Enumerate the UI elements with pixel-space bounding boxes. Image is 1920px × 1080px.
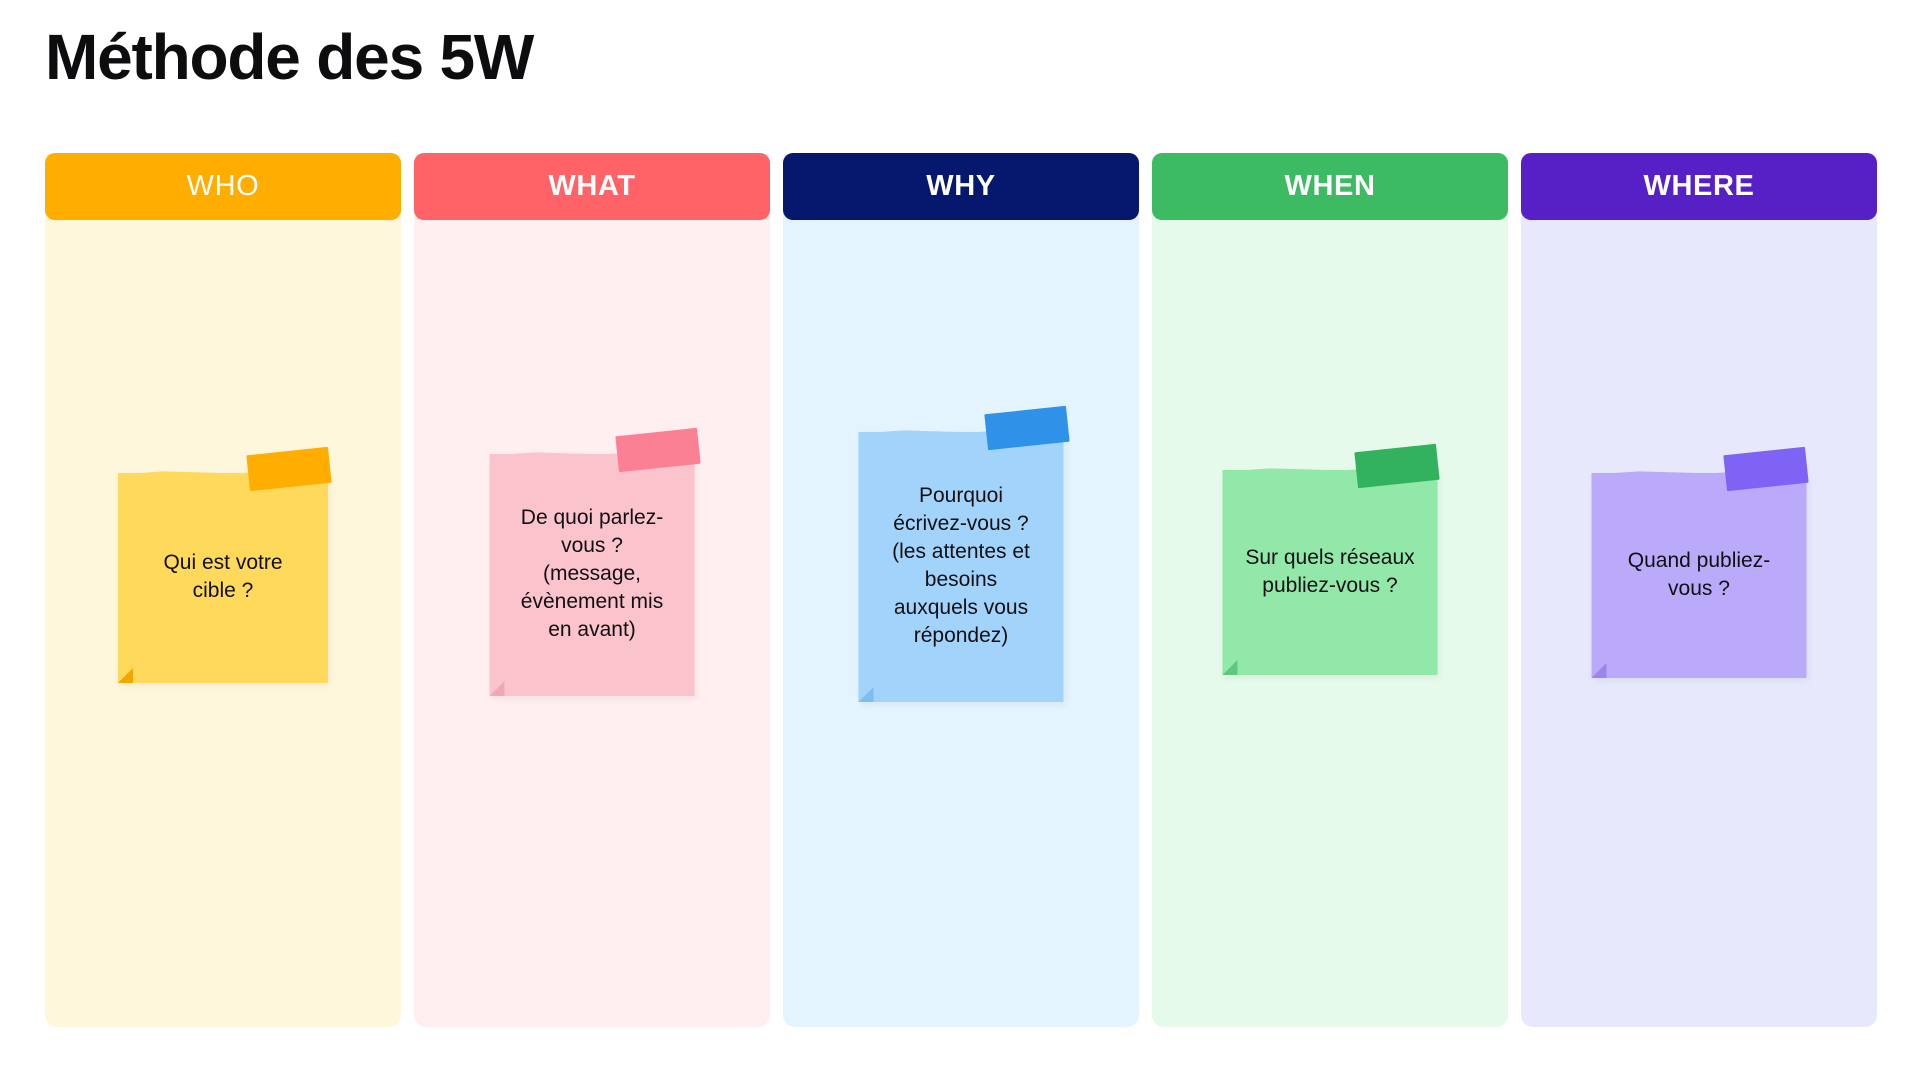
column-header-where[interactable]: WHERE bbox=[1521, 153, 1877, 220]
note-area-where: Quand publiez- vous ? bbox=[1521, 220, 1877, 1027]
column-header-who[interactable]: WHO bbox=[45, 153, 401, 220]
sticky-note-when[interactable]: Sur quels réseaux publiez-vous ? bbox=[1222, 467, 1438, 675]
note-torn-edge-when bbox=[1222, 467, 1438, 477]
column-header-when[interactable]: WHEN bbox=[1152, 153, 1508, 220]
note-area-what: De quoi parlez- vous ? (message, évèneme… bbox=[414, 220, 770, 1027]
sticky-note-what[interactable]: De quoi parlez- vous ? (message, évèneme… bbox=[489, 451, 695, 696]
column-who[interactable]: WHO Qui est votre cible ? bbox=[45, 153, 401, 1027]
note-torn-edge-where bbox=[1591, 470, 1807, 480]
note-area-who: Qui est votre cible ? bbox=[45, 220, 401, 1027]
note-text-what: De quoi parlez- vous ? (message, évèneme… bbox=[520, 506, 664, 641]
note-folded-corner-what bbox=[489, 681, 505, 696]
sticky-note-who[interactable]: Qui est votre cible ? bbox=[118, 470, 328, 683]
sticky-note-where[interactable]: Quand publiez- vous ? bbox=[1591, 470, 1807, 678]
column-when[interactable]: WHEN Sur quels réseaux publiez-vous ? bbox=[1152, 153, 1508, 1027]
note-area-why: Pourquoi écrivez-vous ? (les attentes et… bbox=[783, 220, 1139, 1027]
column-what[interactable]: WHAT De quoi parlez- vous ? (message, évè… bbox=[414, 153, 770, 1027]
note-text-why: Pourquoi écrivez-vous ? (les attentes et… bbox=[892, 484, 1030, 647]
note-folded-corner-who bbox=[118, 668, 133, 683]
column-why[interactable]: WHY Pourquoi écrivez-vous ? (les attentes… bbox=[783, 153, 1139, 1027]
note-text-who: Qui est votre cible ? bbox=[163, 551, 283, 602]
column-header-what[interactable]: WHAT bbox=[414, 153, 770, 220]
page-title: Méthode des 5W bbox=[45, 21, 534, 93]
note-folded-corner-where bbox=[1591, 663, 1607, 678]
sticky-note-why[interactable]: Pourquoi écrivez-vous ? (les attentes et… bbox=[858, 429, 1064, 702]
note-folded-corner-when bbox=[1222, 660, 1238, 675]
note-text-when: Sur quels réseaux publiez-vous ? bbox=[1245, 545, 1415, 597]
note-torn-edge-why bbox=[858, 429, 1064, 439]
note-text-where: Quand publiez- vous ? bbox=[1627, 548, 1771, 600]
note-folded-corner-why bbox=[858, 687, 874, 702]
note-torn-edge-what bbox=[489, 451, 695, 461]
note-area-when: Sur quels réseaux publiez-vous ? bbox=[1152, 220, 1508, 1027]
column-header-why[interactable]: WHY bbox=[783, 153, 1139, 220]
column-where[interactable]: WHERE Quand publiez- vous ? bbox=[1521, 153, 1877, 1027]
five-w-board: WHO Qui est votre cible ? WHAT De quoi parl… bbox=[45, 153, 1877, 1027]
note-torn-edge-who bbox=[118, 470, 328, 480]
